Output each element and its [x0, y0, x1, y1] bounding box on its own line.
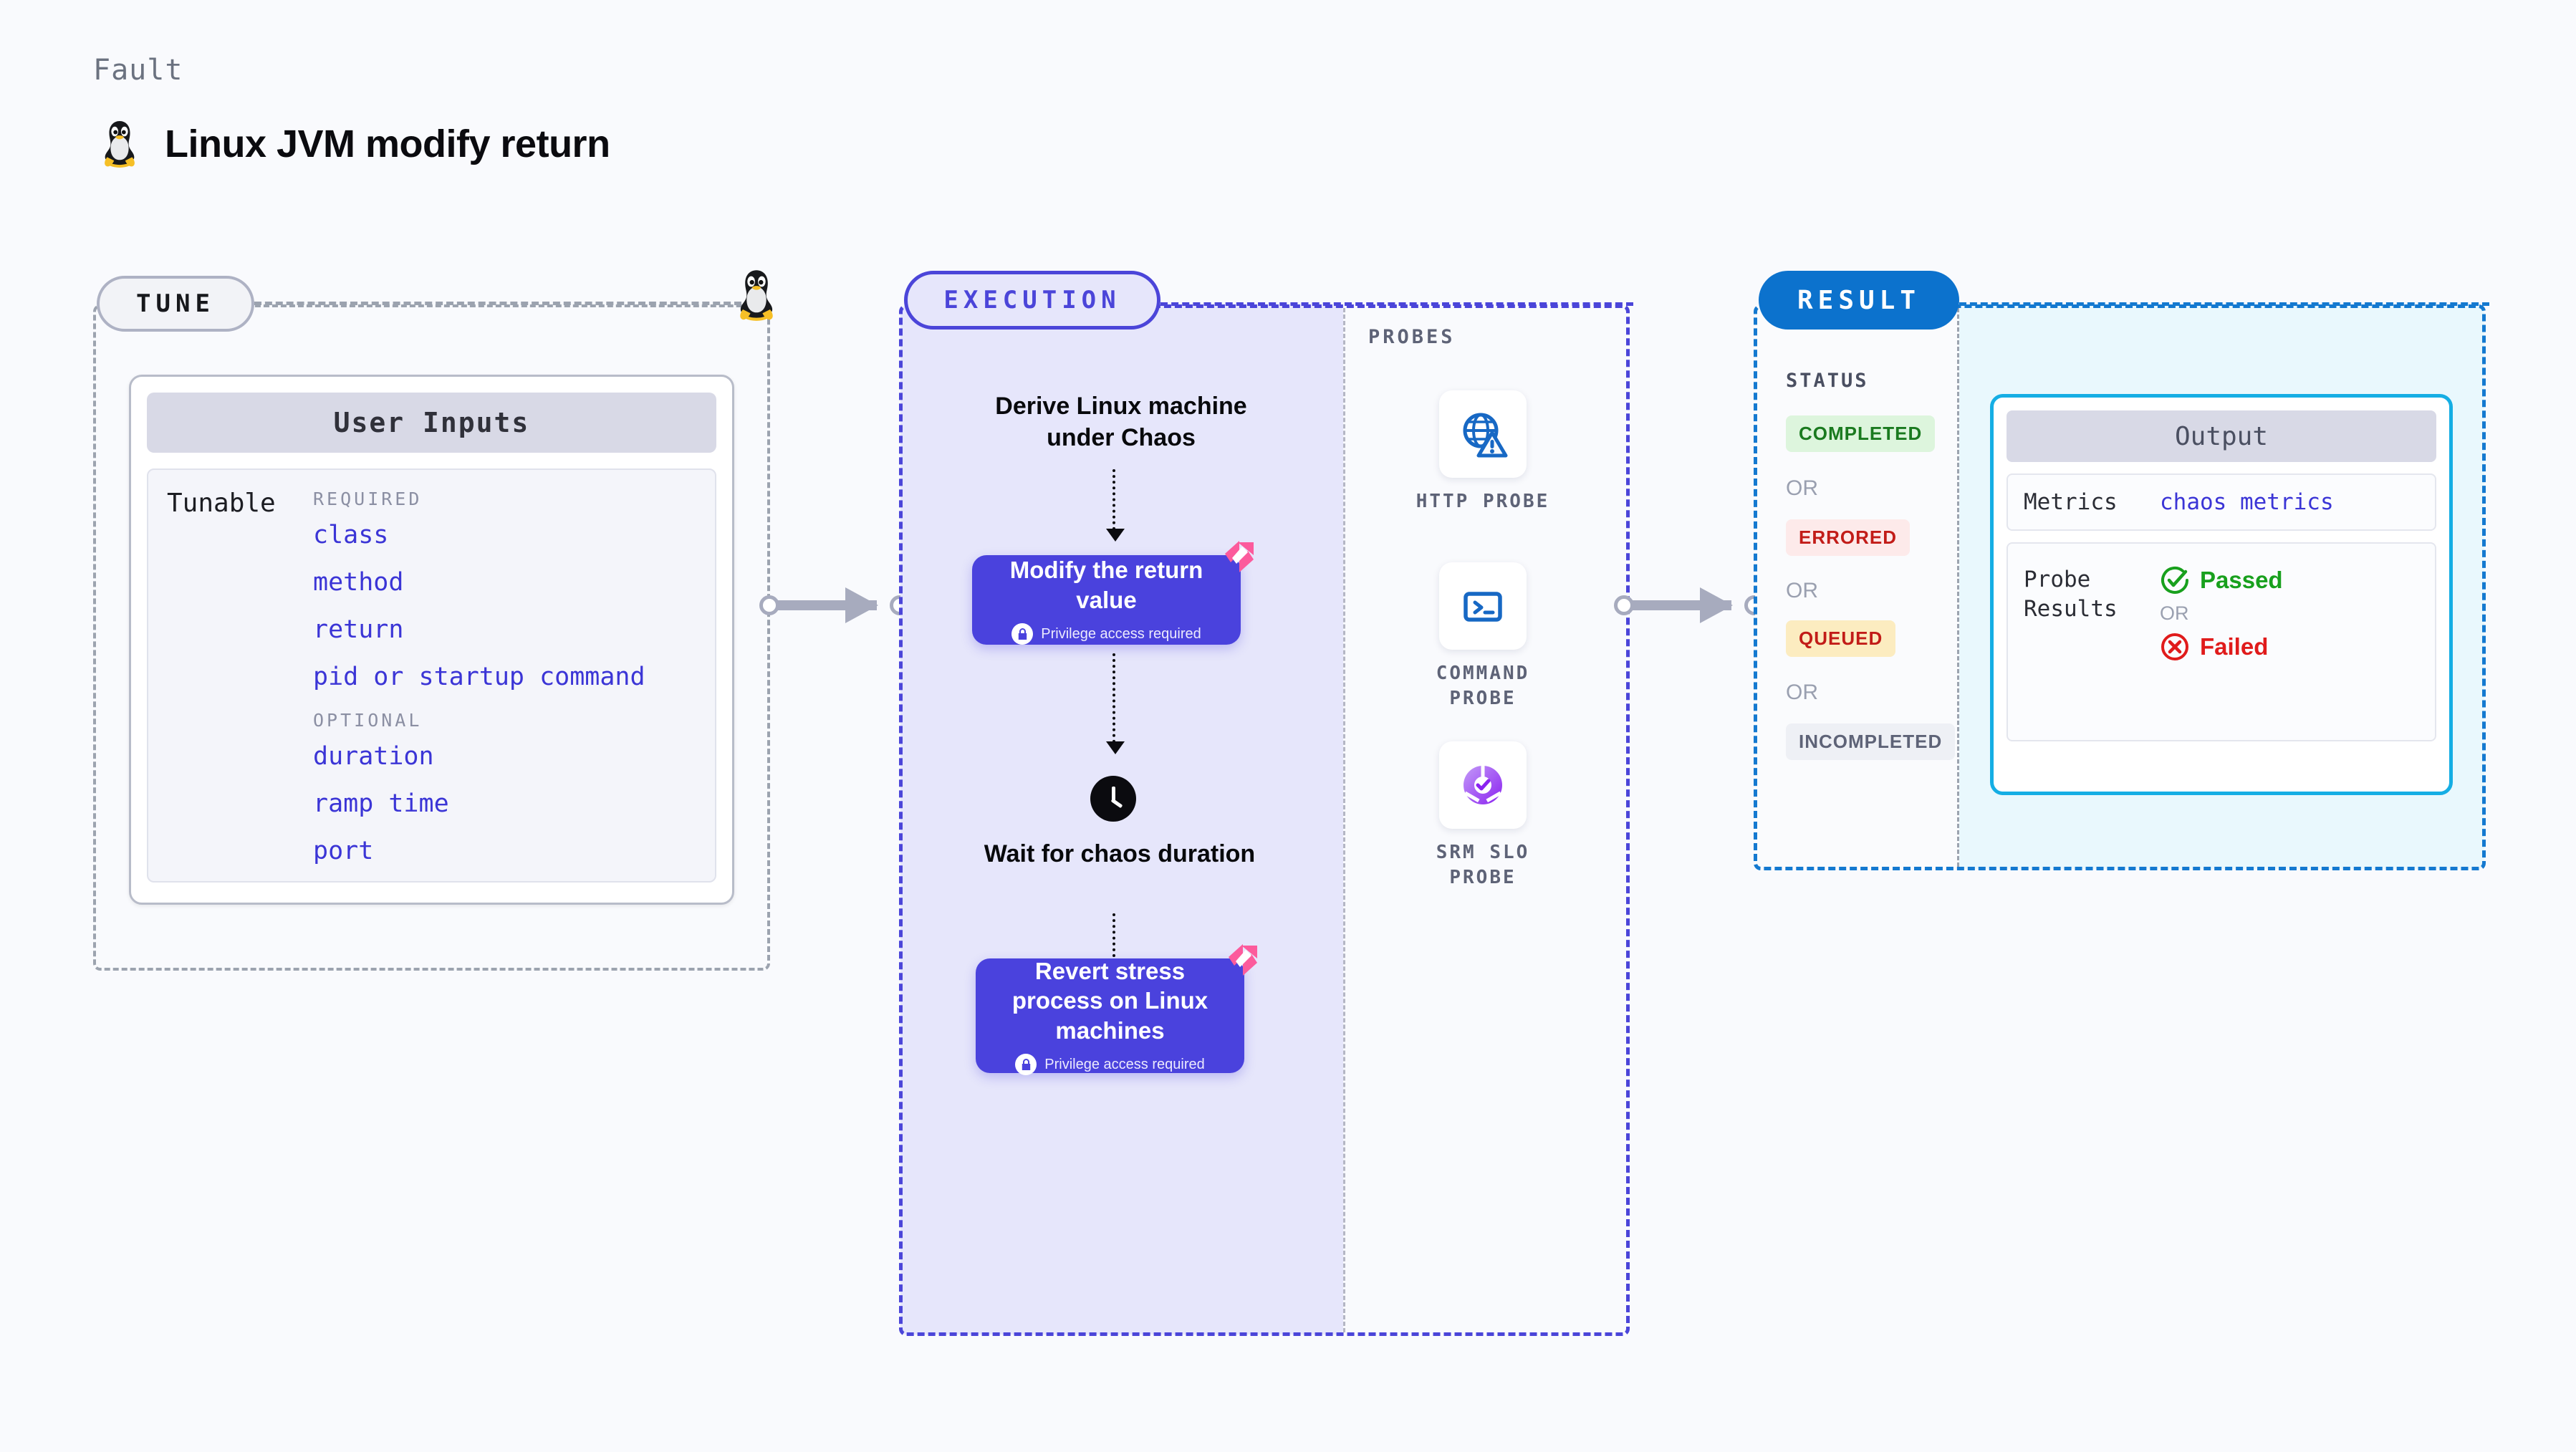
action-modify-privilege-note: Privilege access required: [1011, 623, 1201, 645]
tunable-item-method[interactable]: method: [313, 568, 404, 597]
arrow-modify-to-wait: [1106, 653, 1125, 754]
tunable-item-duration[interactable]: duration: [313, 742, 434, 771]
result-status-column: [1755, 306, 1957, 869]
clock-icon: [1090, 776, 1136, 822]
probe-http-tile[interactable]: [1439, 390, 1527, 478]
output-probe-results-key: Probe Results: [2024, 567, 2118, 622]
output-metrics-value[interactable]: chaos metrics: [2160, 489, 2334, 516]
lock-icon: [1015, 1054, 1037, 1076]
slo-donut-check-icon: [1464, 764, 1502, 804]
output-probe-results-row: Probe Results Passed OR Faile: [2007, 542, 2436, 742]
tunable-item-return[interactable]: return: [313, 615, 404, 644]
tunable-item-class[interactable]: class: [313, 521, 389, 549]
result-stage-container: [1754, 304, 2486, 870]
action-revert-privilege-text: Privilege access required: [1044, 1056, 1205, 1072]
action-modify-title: Modify the return value: [1009, 556, 1203, 613]
connector-tune-to-execution: [759, 587, 910, 623]
linux-penguin-icon-tune: [740, 270, 773, 321]
required-group-title: REQUIRED: [313, 489, 423, 509]
user-inputs-title: User Inputs: [147, 393, 716, 453]
probe-srm-slo-tile[interactable]: [1439, 741, 1527, 829]
output-metrics-key: Metrics: [2024, 489, 2118, 515]
optional-group-title: OPTIONAL: [313, 710, 423, 731]
tunable-item-port[interactable]: port: [313, 837, 374, 865]
check-circle-icon: [2161, 567, 2188, 595]
execution-probes-divider: [1343, 308, 1345, 1332]
harness-logo-icon: [1225, 541, 1254, 572]
action-revert-privilege-note: Privilege access required: [1015, 1054, 1205, 1076]
probe-result-or: OR: [2160, 602, 2189, 625]
result-stage-pill[interactable]: RESULT: [1759, 271, 1959, 330]
probe-result-passed-text: Passed: [2200, 567, 2283, 594]
status-badge-completed: COMPLETED: [1786, 415, 1936, 452]
probe-srm-slo-label: SRM SLO PROBE: [1436, 842, 1530, 889]
probe-command[interactable]: COMMAND PROBE: [1397, 562, 1569, 711]
harness-logo-icon: [1229, 944, 1257, 976]
arrow-derive-to-modify: [1106, 469, 1125, 542]
output-card: Output Metrics chaos metrics Probe Resul…: [1990, 394, 2453, 795]
output-metrics-row: Metrics chaos metrics: [2007, 473, 2436, 532]
tunable-list: REQUIRED class method return pid or star…: [313, 489, 715, 881]
status-or-1: OR: [1786, 476, 1818, 500]
linux-penguin-icon: [105, 121, 135, 168]
tune-stage-container: [93, 304, 770, 971]
probes-section-label: PROBES: [1368, 326, 1456, 348]
fault-kicker: Fault: [93, 54, 183, 87]
probe-result-passed: Passed: [2160, 565, 2283, 595]
tune-stage-pill[interactable]: TUNE: [97, 276, 254, 332]
result-top-dashed-line: [1959, 302, 2489, 306]
user-inputs-card: User Inputs Tunable REQUIRED class metho…: [129, 375, 734, 905]
tune-top-dashed-line: [254, 302, 741, 305]
action-revert-stress-process[interactable]: Revert stress process on Linux machines …: [976, 944, 1257, 1076]
status-badge-incompleted: INCOMPLETED: [1786, 723, 1956, 760]
execution-top-dashed-line: [1160, 302, 1633, 306]
output-title: Output: [2007, 410, 2436, 462]
probe-http[interactable]: HTTP PROBE: [1397, 390, 1569, 514]
execution-stage-container: [899, 304, 1630, 1336]
tunable-label: Tunable: [167, 489, 276, 518]
probe-results-values: Passed OR Failed: [2160, 565, 2283, 662]
connector-execution-to-result: [1614, 587, 1764, 623]
probe-result-failed: Failed: [2160, 632, 2283, 662]
lock-icon: [1011, 623, 1034, 645]
execution-stage-pill[interactable]: EXECUTION: [904, 271, 1160, 330]
status-badge-queued: QUEUED: [1786, 620, 1896, 657]
step-derive-linux-machine: Derive Linux machine under Chaos: [995, 393, 1247, 452]
page-title: Linux JVM modify return: [97, 118, 610, 170]
action-revert-title: Revert stress process on Linux machines: [1011, 957, 1208, 1044]
tunable-item-ramp-time[interactable]: ramp time: [313, 789, 449, 818]
status-badge-errored: ERRORED: [1786, 519, 1911, 556]
probe-command-tile[interactable]: [1439, 562, 1527, 650]
user-inputs-body: Tunable REQUIRED class method return pid…: [147, 468, 716, 883]
status-label: STATUS: [1786, 370, 1869, 392]
probe-http-label: HTTP PROBE: [1416, 491, 1550, 512]
result-column-divider: [1957, 308, 1959, 867]
step-wait-for-chaos-duration: Wait for chaos duration: [984, 840, 1256, 867]
execution-fill: [900, 306, 1343, 1335]
probe-command-label: COMMAND PROBE: [1436, 663, 1530, 710]
status-or-3: OR: [1786, 681, 1818, 704]
x-circle-icon: [2161, 633, 2188, 661]
globe-warning-icon: [1463, 413, 1508, 458]
probe-srm-slo[interactable]: SRM SLO PROBE: [1397, 741, 1569, 890]
terminal-icon: [1464, 592, 1502, 622]
probe-result-failed-text: Failed: [2200, 633, 2269, 660]
action-modify-privilege-text: Privilege access required: [1041, 625, 1201, 642]
page-title-text: Linux JVM modify return: [165, 122, 610, 165]
status-or-2: OR: [1786, 579, 1818, 602]
action-modify-return-value[interactable]: Modify the return value Privilege access…: [972, 541, 1254, 645]
tunable-item-pid-or-startup-command[interactable]: pid or startup command: [313, 663, 645, 691]
